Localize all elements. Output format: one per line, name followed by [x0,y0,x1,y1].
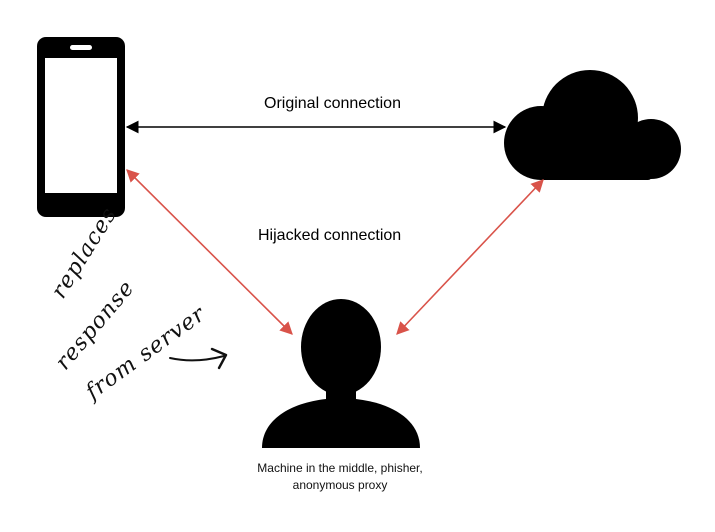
hijacked-arrow-attacker-to-cloud [396,179,544,335]
handwritten-arrow-icon [169,347,228,370]
hijacked-connection-label: Hijacked connection [258,227,402,244]
phone-icon [37,37,125,217]
hijacked-arrow-phone-to-attacker [126,169,293,335]
original-connection-label: Original connection [264,95,401,112]
caption-line-1: Machine in the middle, phisher, [257,461,423,475]
cloud-icon [504,70,681,180]
attacker-caption: Machine in the middle, phisher, anonymou… [190,460,490,494]
caption-line-2: anonymous proxy [292,478,388,492]
person-silhouette-icon [262,299,420,448]
